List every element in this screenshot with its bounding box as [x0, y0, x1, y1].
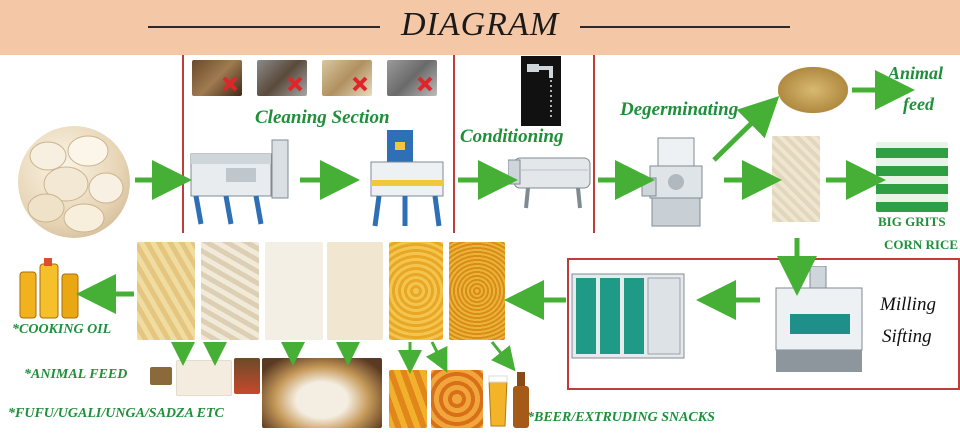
label-beer-snacks: *BEER/EXTRUDING SNACKS — [527, 410, 715, 425]
corn-rice-bags-image — [876, 142, 948, 212]
label-milling: Milling — [880, 294, 936, 315]
snack-puffs-image — [431, 370, 483, 428]
corn-kernels-illustration — [27, 135, 124, 233]
reject-x-icon — [287, 76, 303, 92]
label-cleaning-section: Cleaning Section — [255, 107, 390, 128]
vibrating-screen-machine — [190, 139, 289, 225]
beer-glass-bottle-image — [488, 372, 529, 428]
impurity-stones-image — [387, 60, 437, 96]
divider-cleaning-left — [182, 55, 184, 233]
header-rule-right — [580, 26, 790, 28]
header-rule-left — [148, 26, 380, 28]
feed-powder-image — [176, 360, 232, 396]
impurity-sticks-image — [192, 60, 242, 96]
label-degerminating: Degerminating — [620, 99, 739, 120]
snack-chips-image — [389, 370, 427, 428]
milling-frame-bottom — [567, 388, 960, 390]
divider-conditioning-right — [593, 55, 595, 233]
degerminator-machine — [641, 137, 703, 227]
page-title: DIAGRAM — [400, 6, 560, 43]
cow-image — [150, 367, 172, 385]
product-corn-meal-image — [449, 242, 505, 340]
header-banner: DIAGRAM — [0, 0, 960, 55]
animal-feed-bran-image — [778, 67, 848, 113]
plansifter-machine — [571, 273, 685, 359]
label-cooking-oil: *COOKING OIL — [12, 322, 112, 337]
reject-x-icon — [352, 76, 368, 92]
milling-frame-top — [567, 258, 960, 260]
destoner-machine — [370, 130, 444, 227]
impurity-straw-image — [322, 60, 372, 96]
impurity-wire-image — [257, 60, 307, 96]
chicken-image — [234, 358, 260, 394]
divider-cleaning-right — [453, 55, 455, 233]
label-big-grits: BIG GRITS — [878, 214, 946, 229]
label-conditioning: Conditioning — [460, 126, 564, 147]
faucet-illustration — [527, 64, 553, 118]
fufu-dish-image — [262, 358, 382, 428]
cooking-oil-bottles-image — [19, 258, 79, 319]
label-fufu: *FUFU/UGALI/UNGA/SADZA ETC — [8, 406, 224, 421]
product-fine-flour-image — [265, 242, 323, 340]
arrow-down-snack2 — [425, 341, 448, 373]
product-bran-flakes-image — [201, 242, 259, 340]
arrow-to-bran — [712, 95, 780, 162]
product-germ-flakes-image — [137, 242, 195, 340]
arrow-down-beer — [490, 341, 516, 372]
label-animal-feed: *ANIMAL FEED — [24, 367, 128, 382]
corn-kernels-image — [18, 126, 130, 238]
milling-frame-right — [958, 258, 960, 390]
water-faucet-image — [521, 56, 561, 126]
milling-frame-left — [567, 258, 569, 390]
product-flour-image — [327, 242, 383, 340]
label-sifting: Sifting — [882, 326, 932, 347]
reject-x-icon — [417, 76, 433, 92]
product-yellow-grits-image — [389, 242, 443, 340]
reject-x-icon — [222, 76, 238, 92]
label-corn-rice: CORN RICE — [884, 237, 959, 252]
